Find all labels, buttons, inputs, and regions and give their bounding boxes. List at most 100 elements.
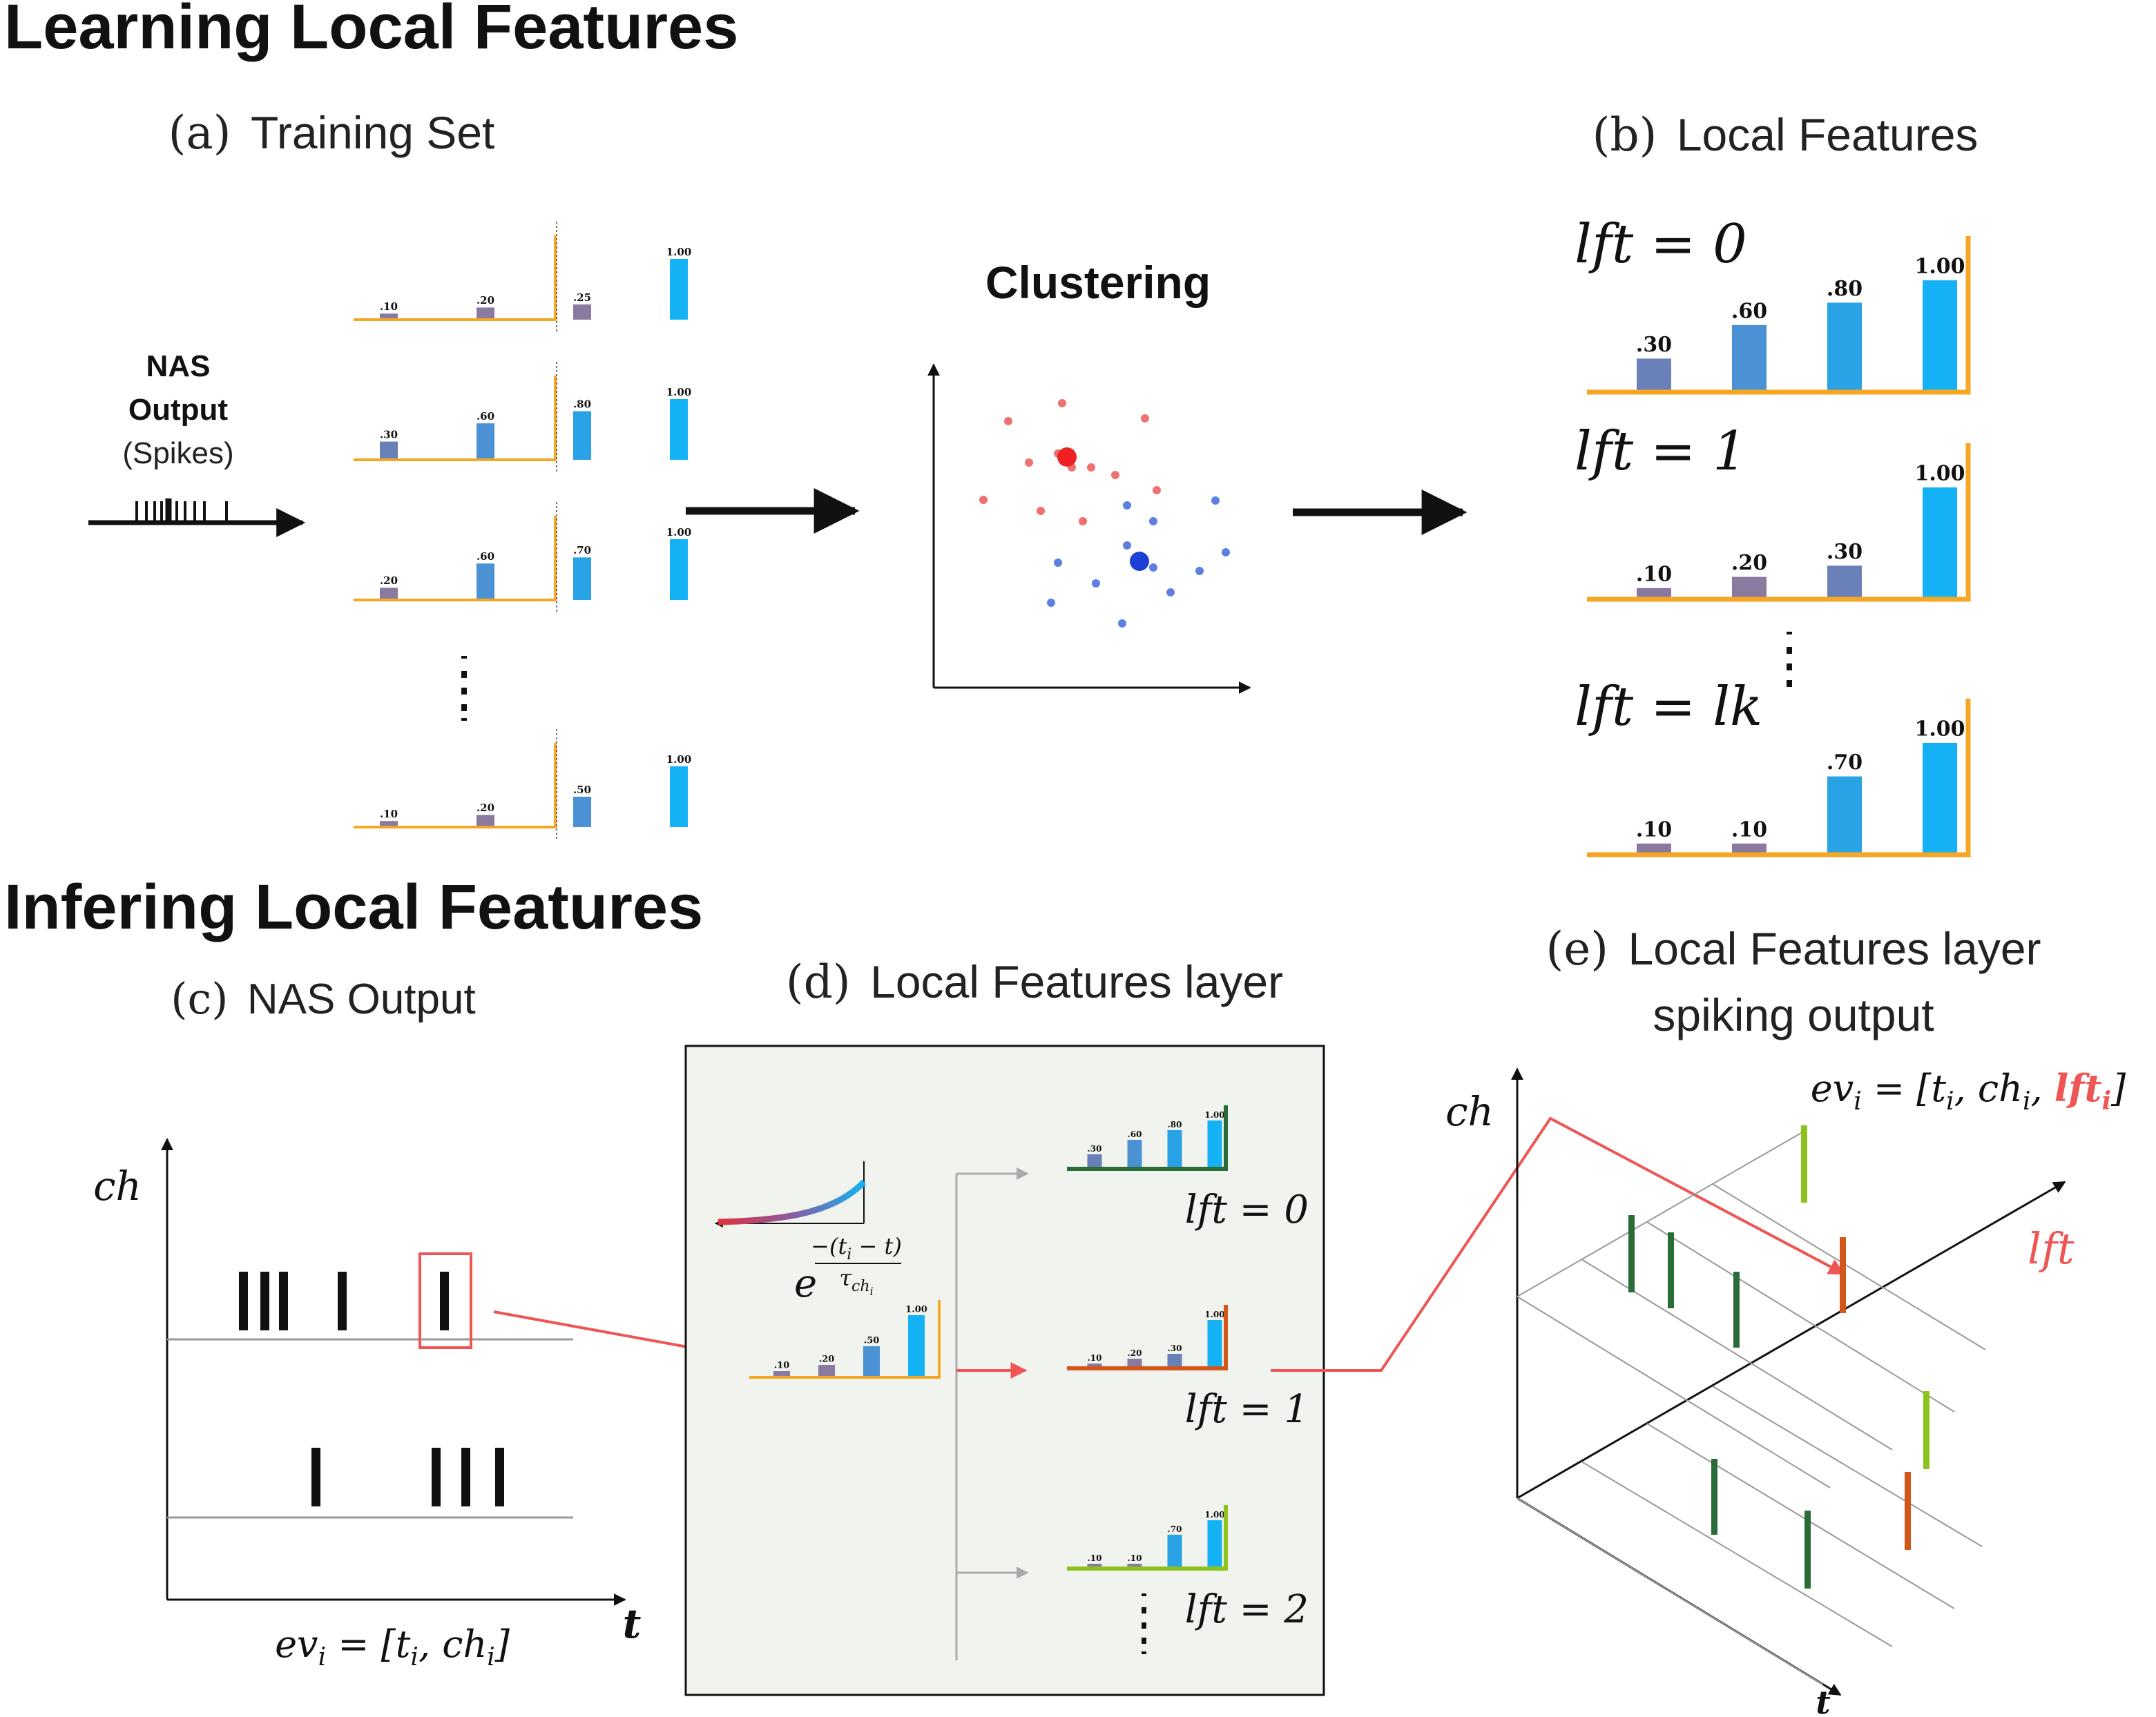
bar — [380, 313, 398, 320]
bar — [670, 259, 688, 320]
panel-e-letter: (e) — [1546, 922, 1608, 976]
features-ellipsis — [1787, 632, 1792, 687]
bar-value-label: .70 — [573, 544, 591, 556]
bar-value-label: .10 — [1088, 1553, 1102, 1563]
3d-ch-label: ch — [1445, 1088, 1494, 1135]
bar — [1167, 1535, 1182, 1569]
bar — [1207, 1121, 1222, 1169]
bar — [1923, 743, 1957, 855]
bar-value-label: .80 — [573, 398, 591, 410]
3d-spike-lft2 — [1801, 1125, 1807, 1203]
bar — [477, 815, 494, 827]
bar-value-label: .10 — [1088, 1353, 1102, 1363]
panel-d-text: Local Features layer — [870, 956, 1283, 1007]
bar — [1923, 487, 1957, 599]
scatter-point-blue — [1118, 619, 1126, 628]
bar-value-label: .30 — [1636, 333, 1672, 357]
bar-value-label: .10 — [774, 1360, 790, 1370]
bar-value-label: 1.00 — [666, 246, 692, 258]
bar — [670, 539, 688, 600]
bar-value-label: .10 — [380, 808, 398, 820]
bar — [1732, 576, 1767, 599]
bar-value-label: .10 — [1731, 817, 1767, 842]
bar-value-label: .10 — [1636, 562, 1672, 586]
scatter-point-blue — [1195, 567, 1204, 575]
local-features-layer: e −(ti − t) τchi .10.20.501.00 .30.60.80… — [684, 1045, 1325, 1696]
decay-numerator: −(ti − t) — [811, 1233, 902, 1263]
bar-value-label: .60 — [1731, 299, 1767, 323]
bar-value-label: .60 — [477, 410, 494, 423]
bar — [1087, 1364, 1102, 1368]
nas-spike — [495, 1448, 504, 1506]
bar-value-label: .20 — [380, 574, 398, 587]
formula-part: τ — [839, 1265, 852, 1291]
bar — [818, 1365, 835, 1377]
3d-spike-lft1 — [1905, 1472, 1911, 1550]
mini-bar-chart: .10.10.701.00 — [1067, 1505, 1228, 1571]
3d-grid-lines — [1517, 1183, 1986, 1685]
formula-sub: i — [870, 1285, 874, 1298]
mini-bar-chart: .10.20.251.00 — [354, 222, 691, 333]
panel-c-title: (c) NAS Output — [171, 973, 475, 1024]
mini-bar-chart: .30.60.801.00 — [354, 362, 691, 474]
panel-b-text: Local Features — [1677, 109, 1979, 160]
mini-bar-chart: .20.60.701.00 — [354, 502, 691, 614]
bar — [573, 304, 591, 320]
3d-lft-axis — [1517, 1181, 2066, 1500]
3d-spikes — [1628, 1125, 1929, 1589]
local-feature-name: lft = lk — [1575, 676, 1762, 738]
decay-plot — [714, 1161, 867, 1228]
layer-ellipsis — [1142, 1593, 1146, 1654]
mini-bar-chart: .30.60.801.00 — [1067, 1105, 1228, 1171]
bar — [1087, 1564, 1102, 1569]
branch-arrows — [955, 1167, 1029, 1660]
panel-d-letter: (d) — [786, 955, 851, 1009]
mini-bar-chart: .30.60.801.00 — [1587, 236, 1971, 395]
nas-spike — [239, 1272, 248, 1330]
bar-value-label: .70 — [1168, 1524, 1182, 1534]
bar — [1087, 1154, 1102, 1169]
spike-marks — [135, 498, 228, 523]
bar-value-label: .10 — [380, 300, 398, 313]
mini-bar-chart: .10.20.501.00 — [354, 729, 691, 841]
bar-value-label: .20 — [477, 294, 494, 307]
panel-b-letter: (b) — [1592, 108, 1657, 162]
scatter-point-blue — [1149, 563, 1157, 572]
scatter-point-blue — [1123, 501, 1131, 510]
bar-value-label: .20 — [1128, 1348, 1142, 1358]
bar — [1167, 1354, 1182, 1368]
formula-sub: i — [1946, 1087, 1954, 1116]
3d-upper-lft-axis — [1517, 1132, 1803, 1297]
channel-1-spikes — [239, 1272, 449, 1330]
bar — [380, 441, 398, 460]
bar — [670, 766, 688, 827]
bar — [1732, 843, 1767, 855]
bar — [1827, 565, 1862, 599]
scatter-point-red — [1141, 414, 1149, 423]
bar — [573, 411, 591, 460]
training-set-charts: .10.20.251.00.30.60.801.00.20.60.701.00.… — [354, 222, 691, 841]
scatter-point-red — [1079, 517, 1087, 525]
3d-spike-lft0 — [1668, 1232, 1674, 1308]
scatter-point-blue — [1054, 559, 1062, 567]
bar — [670, 399, 688, 460]
bar-value-label: .20 — [1731, 551, 1767, 575]
nas-label-line1: NAS — [146, 349, 211, 383]
formula-part: −(t — [811, 1233, 847, 1259]
nas-spike-train — [88, 498, 306, 537]
bar-value-label: 1.00 — [905, 1304, 927, 1315]
formula-part: , — [2030, 1067, 2054, 1110]
panel-e-title-line2: spiking output — [1653, 989, 1934, 1040]
bar-value-label: 1.00 — [1914, 462, 1965, 486]
mini-bar-chart: .10.20.301.00 — [1067, 1305, 1228, 1370]
bar-value-label: .10 — [1128, 1553, 1142, 1563]
bar — [1207, 1520, 1222, 1569]
highlighted-spike-box — [418, 1252, 472, 1349]
panel-c-text: NAS Output — [247, 976, 476, 1023]
bar-value-label: .80 — [1827, 277, 1863, 301]
bar-value-label: .50 — [864, 1335, 880, 1346]
bar — [477, 563, 494, 600]
scatter-point-blue — [1149, 517, 1157, 525]
panel-c-letter: (c) — [171, 973, 228, 1024]
